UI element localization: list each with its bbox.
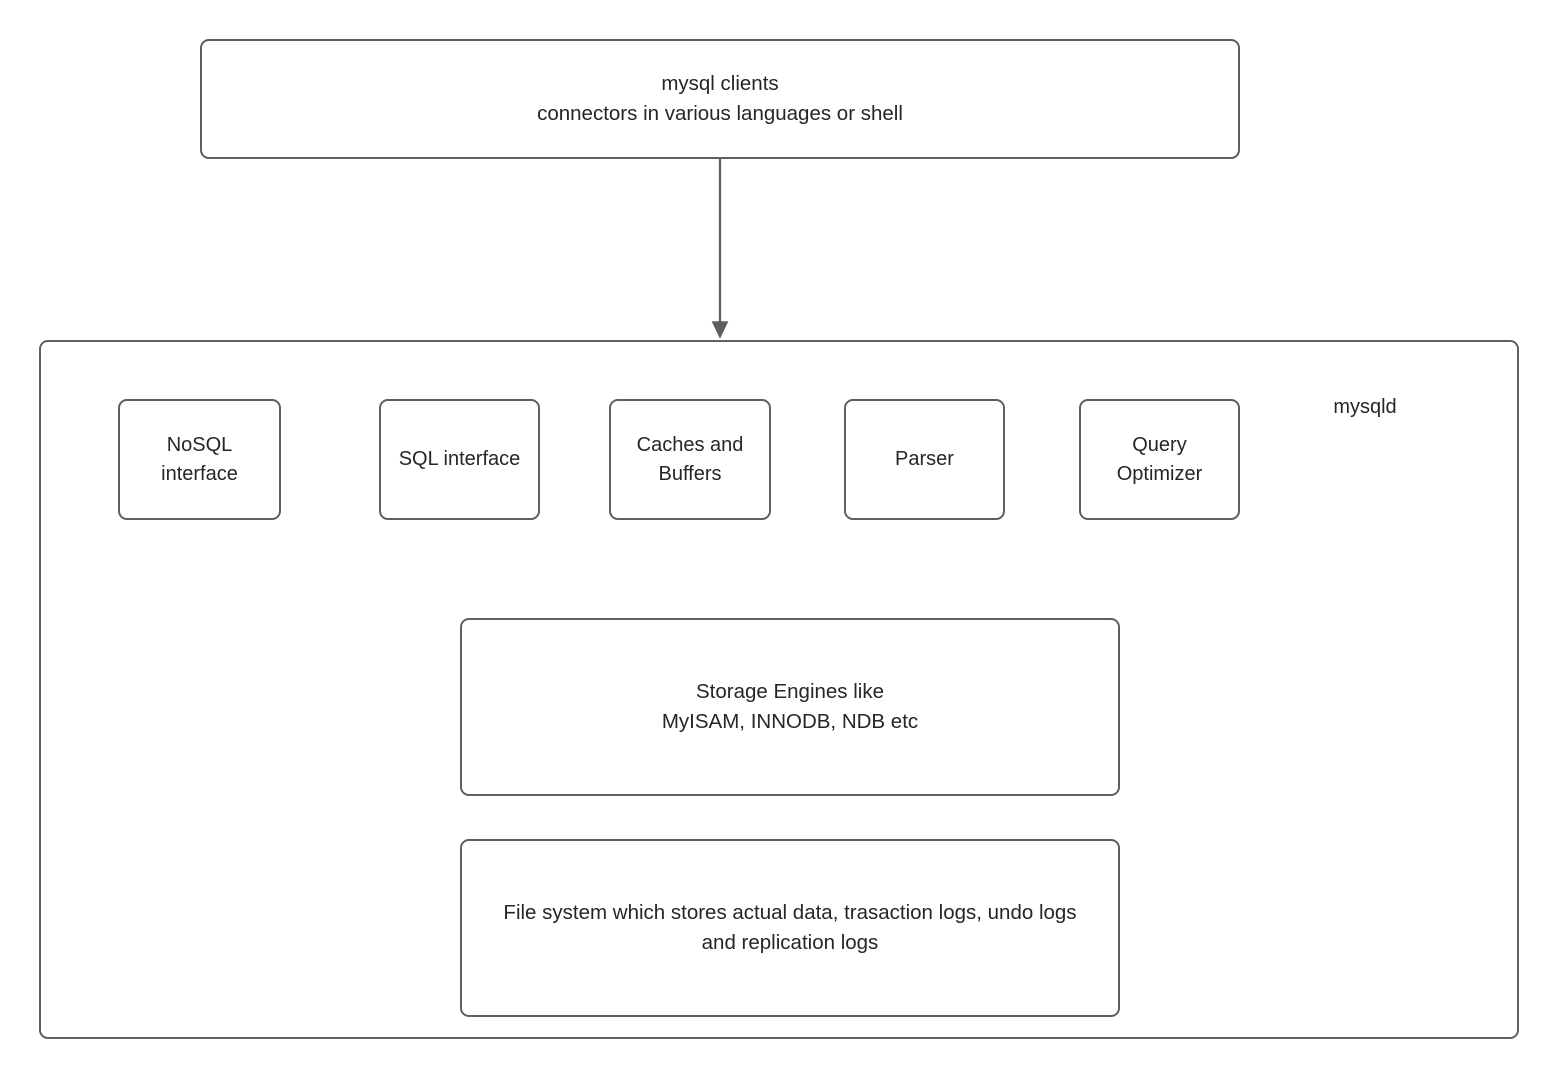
mysqld-label: mysqld	[1333, 396, 1397, 418]
component-nosql-interface[interactable]: NoSQL interface	[118, 399, 281, 520]
storage-engines-box[interactable]: Storage Engines like MyISAM, INNODB, NDB…	[460, 618, 1120, 796]
component-parser[interactable]: Parser	[844, 399, 1005, 520]
component-query-optimizer[interactable]: Query Optimizer	[1079, 399, 1240, 520]
mysql-clients-box[interactable]: mysql clients connectors in various lang…	[200, 39, 1240, 159]
component-caches-and-buffers[interactable]: Caches and Buffers	[609, 399, 771, 520]
file-system-box[interactable]: File system which stores actual data, tr…	[460, 839, 1120, 1017]
component-sql-interface[interactable]: SQL interface	[379, 399, 540, 520]
